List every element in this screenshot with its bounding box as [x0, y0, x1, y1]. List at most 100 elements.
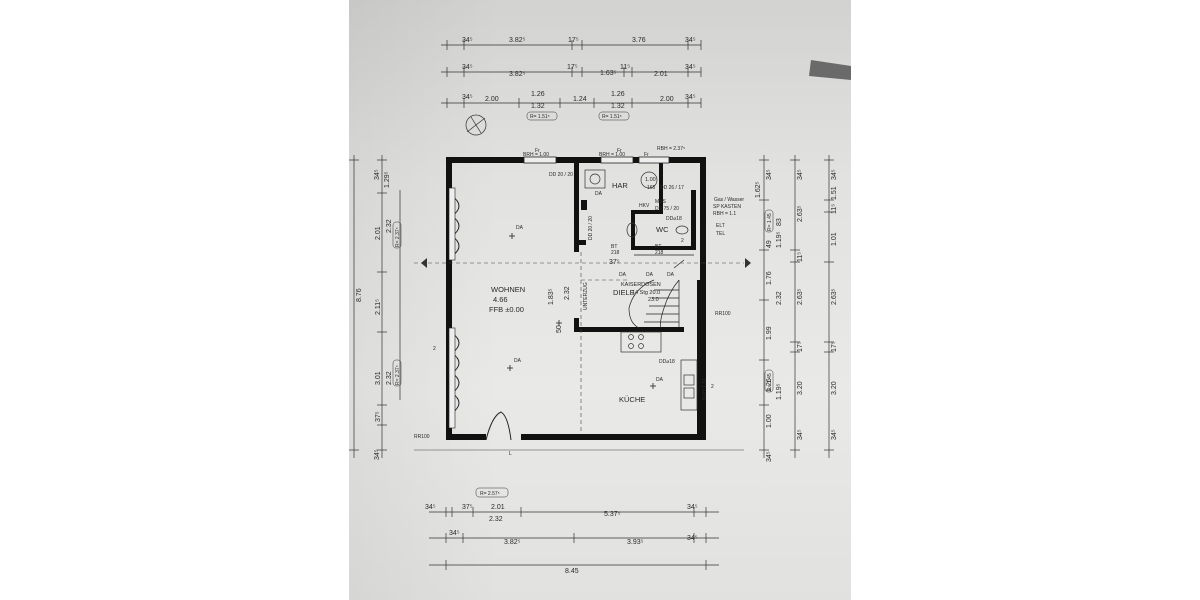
axis-arrow-right: [745, 258, 751, 268]
right-dimension-chains: [759, 155, 834, 458]
ann-dd-20-20: DD 20 / 20: [588, 216, 594, 240]
bottom-r2-a: 34⁵: [449, 530, 460, 537]
bottom-r2-b: 3.82⁵: [504, 539, 521, 546]
ann-unterzug: UNTERZUG: [583, 282, 589, 310]
right-c1-e: 1.26: [766, 378, 773, 392]
bottom-r1-a: 34⁵: [425, 504, 436, 511]
top-r2-f: 2.01: [654, 71, 668, 78]
left-outer-top: 34⁵: [374, 169, 381, 180]
right-c1-f: 1.00: [766, 414, 773, 428]
ann-tel: TEL: [716, 231, 725, 237]
top-r3-f: 2.00: [660, 96, 674, 103]
ann-r-3: 2: [711, 384, 714, 390]
diele-tread: 23.0: [648, 297, 659, 303]
axis-arrow-left: [421, 258, 427, 268]
ann-dd-har: DD 20 / 20: [549, 172, 573, 178]
ann-dd-18b: DD⌀18: [659, 359, 675, 365]
ann-hkv: HKV: [639, 203, 650, 209]
right-c3-d: 1.01: [831, 232, 838, 246]
ann-dd-mvs: DD 75 / 20: [655, 206, 679, 212]
left-outer-total: 8.76: [356, 288, 363, 302]
top-r3-top-a: 1.26: [531, 91, 545, 98]
ann-da-6: DA: [646, 272, 654, 278]
bottom-total: 8.45: [565, 568, 579, 575]
right-c3-e: 2.63⁵: [831, 288, 838, 305]
window2-fr: Fr: [617, 148, 622, 154]
room-wohnen: WOHNEN: [491, 285, 525, 294]
ann-d-50: 50: [556, 325, 563, 333]
right-c2-d: 2.63⁵: [797, 288, 804, 305]
walls: [446, 157, 706, 440]
left-mid-a: 1.29⁵: [384, 171, 391, 188]
right-c2-e: 17⁵: [797, 341, 804, 352]
top-r3-c: 1.32: [531, 103, 545, 110]
top-r2-a: 34⁵: [462, 64, 473, 71]
bottom-arch: R= 2.57⁵: [480, 491, 500, 497]
window1-brh: BRH = 1.00: [523, 152, 549, 158]
kitchen-fixtures: [620, 331, 698, 411]
right-c1-c: 1.76: [766, 271, 773, 285]
right-c2-f: 3.20: [797, 381, 804, 395]
ann-dd-18a: DD⌀18: [666, 216, 682, 222]
right-c1-top: 1.62⁵: [755, 181, 762, 198]
top-r2-e: 11⁵: [620, 64, 630, 71]
shadow: [349, 0, 499, 600]
ann-elt: ELT: [716, 223, 725, 229]
right-arch-b: R= 1.45: [767, 373, 773, 391]
top-r1-b: 3.82⁵: [509, 37, 526, 44]
right-c3-g: 3.20: [831, 381, 838, 395]
right-c3-h: 34⁵: [831, 429, 838, 440]
ann-dd-har-hand: 1.00: [645, 177, 656, 183]
window2-brh: BRH = 1.00: [599, 152, 625, 158]
bath-fixtures: [584, 169, 689, 238]
top-r2-g: 34⁵: [685, 64, 696, 71]
bottom-r2-c: 3.93⁵: [627, 539, 644, 546]
left-mid-e: 37⁵: [375, 411, 382, 422]
left-arch-top: R= 2.37⁵: [395, 227, 401, 247]
dashed-lines: [414, 252, 744, 451]
right-c2-inner-c: 2.32: [776, 291, 783, 305]
room-wohnen-area: 4.66: [493, 295, 508, 304]
right-c1-a: 34⁵: [766, 169, 773, 180]
left-mid-d: 3.01: [375, 371, 382, 385]
right-c2-inner-d: 83: [776, 218, 783, 226]
room-kueche: KÜCHE: [619, 395, 645, 404]
ann-d-232: 2.32: [564, 286, 571, 300]
diele-steps: 14 Stg 20.0: [632, 290, 660, 296]
ann-rr100-right: RR100: [715, 311, 731, 317]
floor-plan: 34⁵ 3.82⁵ 17⁵ 3.76 34⁵ 34⁵ 3.82⁵ 17⁵ 1.6…: [349, 37, 851, 575]
top-r1-d: 3.76: [632, 37, 646, 44]
bottom-r2-d: 34⁵: [687, 535, 698, 542]
ann-brh-kueche: BRH 1.12: [702, 378, 708, 400]
ann-r-4: 2: [681, 238, 684, 244]
room-diele-sub: KAISERDOSEN: [621, 282, 661, 288]
top-r1-e: 34⁵: [685, 37, 696, 44]
ann-d-182: 1.83⁵: [548, 288, 555, 305]
ann-gas-wasser: Gas / Wasser: [714, 197, 744, 203]
right-c2-c: 11⁵: [797, 252, 804, 262]
ann-r-2: 2: [433, 346, 436, 352]
right-c3-c: 11⁵: [831, 204, 838, 214]
da-markers: [507, 233, 656, 389]
ann-bt-4: 218: [655, 250, 664, 256]
right-c2-a: 34⁵: [797, 169, 804, 180]
ann-bt-3: BT: [655, 244, 661, 250]
top-r3-top-b: 1.26: [611, 91, 625, 98]
right-c2-b: 2.63⁵: [797, 205, 804, 222]
bottom-r1-d: 5.37⁵: [604, 511, 621, 518]
ann-da-4: DA: [595, 191, 603, 197]
ann-l: L: [509, 451, 512, 457]
top-r1-c: 17⁵: [568, 37, 579, 44]
top-r2-c: 17⁵: [567, 64, 578, 71]
ann-dd-har-r2: 165: [647, 185, 656, 191]
room-wohnen-floor: FFB ±0.00: [489, 305, 524, 314]
right-c2-inner-a: 1.19⁵: [776, 231, 783, 248]
right-c2-inner-b: 1.19⁵: [776, 383, 783, 400]
drawing-sheet: 34⁵ 3.82⁵ 17⁵ 3.76 34⁵ 34⁵ 3.82⁵ 17⁵ 1.6…: [349, 0, 851, 600]
bottom-dimension-chains: [429, 507, 719, 570]
top-r2-d: 1.63⁵: [600, 70, 617, 77]
top-r2-b: 3.82⁵: [509, 71, 526, 78]
top-r3-a: 34⁵: [462, 94, 473, 101]
window3-rbh: RBH = 2.37⁵: [657, 146, 685, 152]
ann-da-7: DA: [667, 272, 675, 278]
